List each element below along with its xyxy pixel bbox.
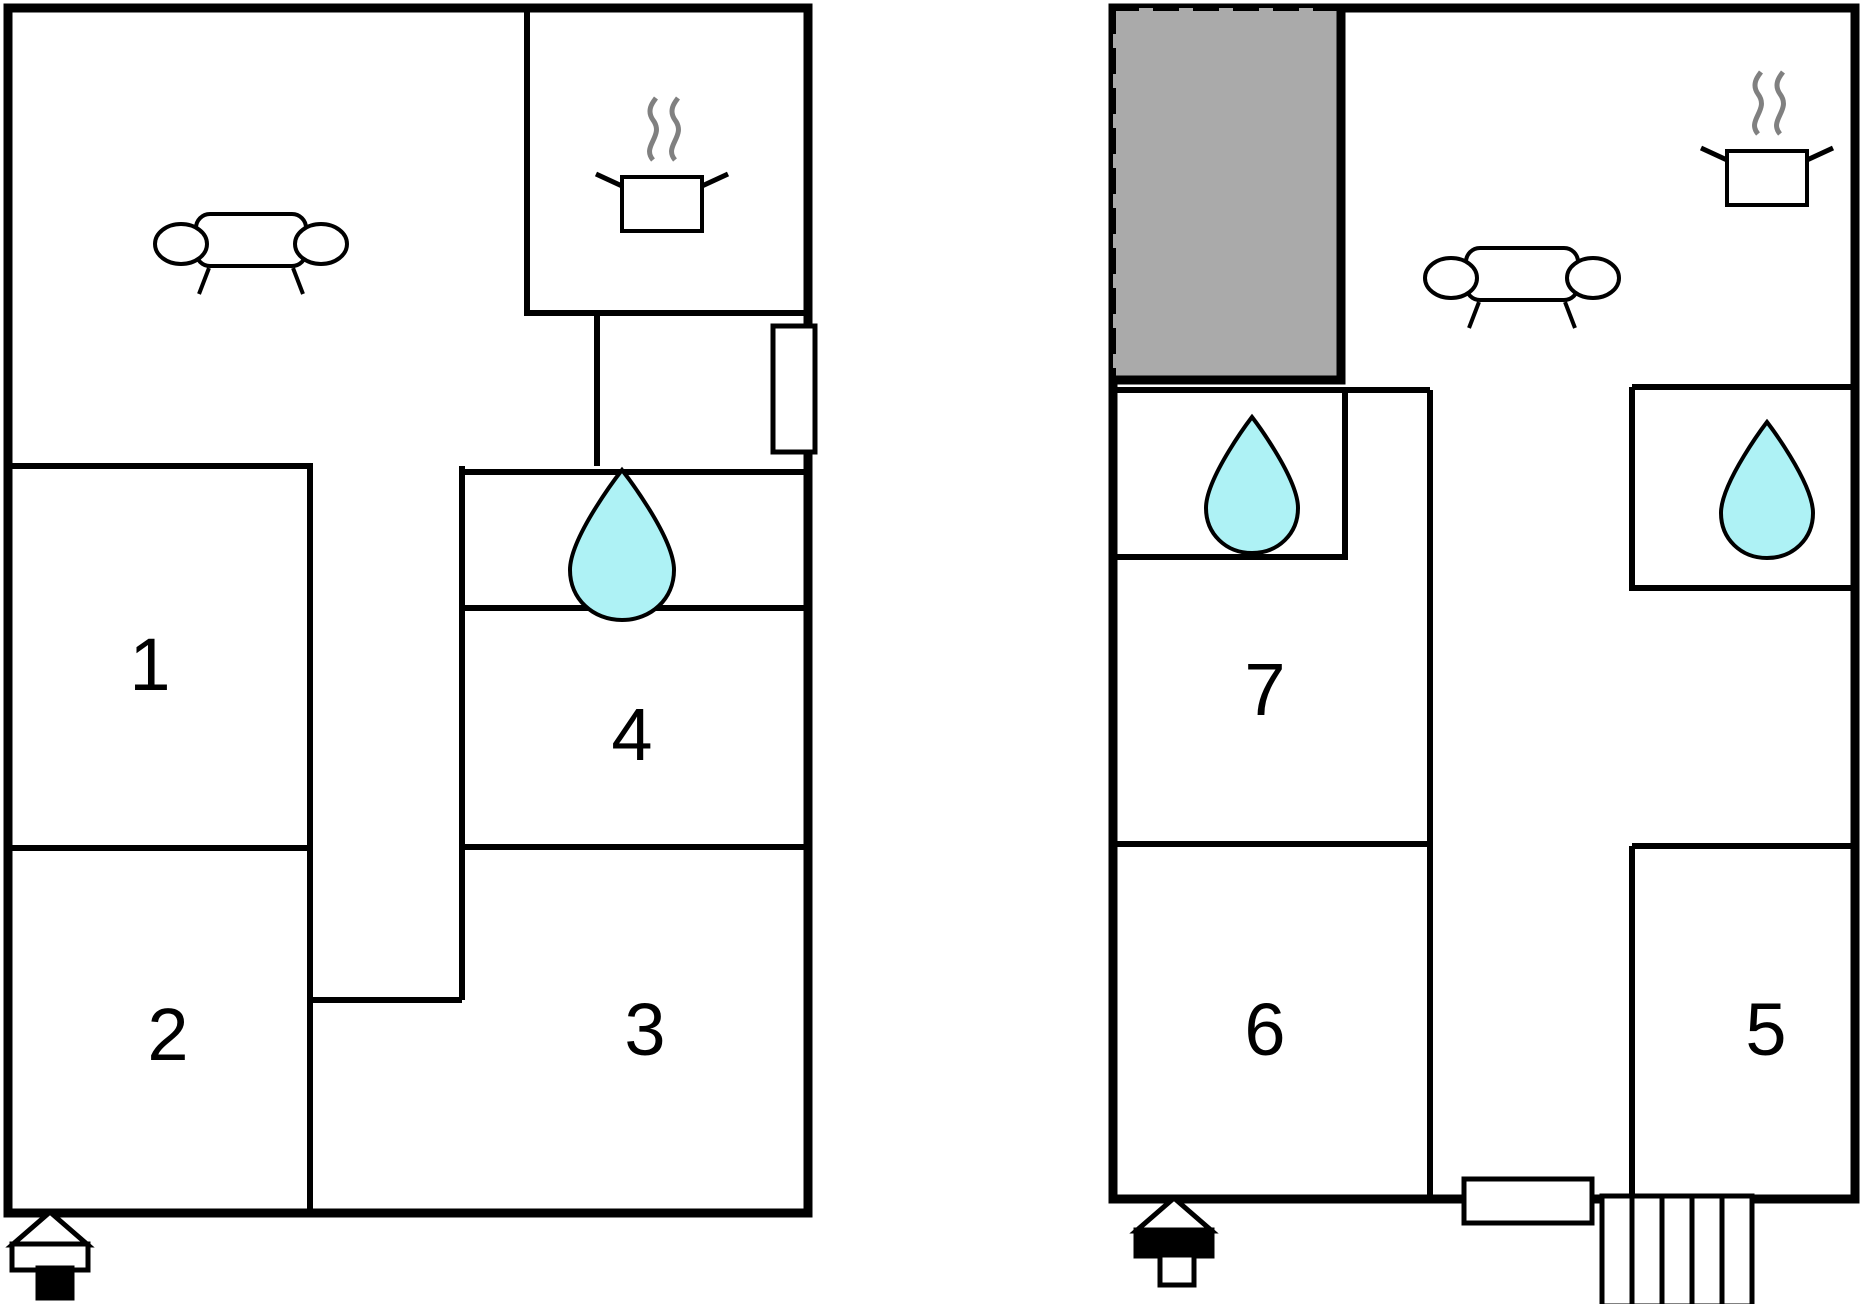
outer-wall-outline-left [3, 3, 813, 1218]
room-label-6: 6 [1244, 988, 1285, 1071]
cooking-pot-icon [1699, 70, 1835, 207]
stairs-icon [1599, 1193, 1755, 1304]
kitchen-partition-left [524, 10, 806, 316]
water-drop-icon [567, 466, 677, 623]
entrance-door-icon [1129, 1194, 1219, 1288]
room-label-5: 5 [1745, 988, 1786, 1071]
water-drop-icon [1203, 413, 1301, 556]
interior-walls-right [1113, 384, 1853, 1196]
bath-box-right [1629, 384, 1853, 591]
entrance-door-icon [5, 1208, 95, 1301]
room-label-4: 4 [611, 693, 652, 776]
water-drop-icon [1718, 418, 1816, 561]
cooking-pot-icon [594, 96, 730, 233]
floor-right: 7 6 5 [1108, 3, 1860, 1304]
outer-wall-left [3, 3, 813, 1218]
terrace-icon [1110, 5, 1346, 385]
bedroom-block-left [10, 463, 313, 1211]
sofa-icon [153, 212, 349, 295]
terrace-wall [1113, 8, 1346, 385]
room-label-3: 3 [624, 988, 665, 1071]
room5-wall-right [1629, 843, 1853, 1196]
window-icon [770, 323, 818, 455]
floor-left: 1 2 3 4 [3, 3, 818, 1301]
kitchen-wall-left [524, 10, 806, 316]
window-icon [1461, 1176, 1595, 1226]
room-label-1: 1 [129, 623, 170, 706]
bedroom-outline-left [10, 463, 313, 1211]
room-label-7: 7 [1244, 648, 1285, 731]
sofa-icon [1423, 246, 1621, 329]
room-label-2: 2 [147, 993, 188, 1076]
